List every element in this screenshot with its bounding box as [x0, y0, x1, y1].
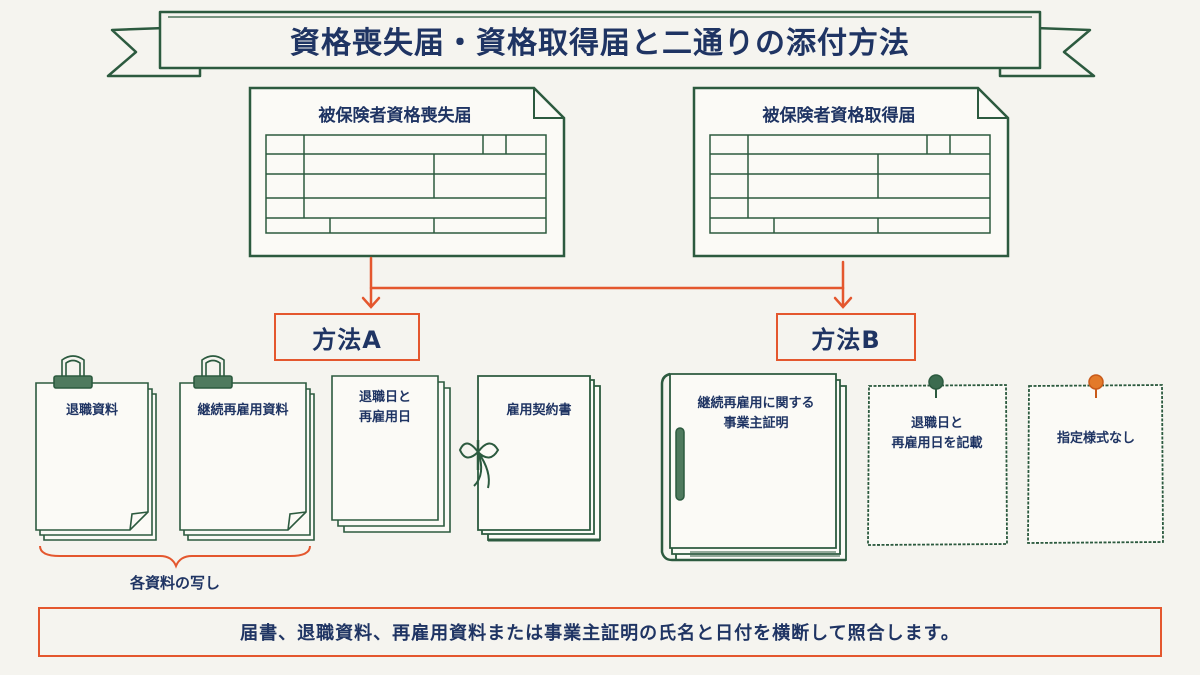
dates-label: 退職日と 再雇用日 [332, 388, 438, 428]
binder-clip-icon [193, 355, 233, 389]
dates-label-line2: 再雇用日 [358, 410, 411, 425]
b-dates-label-line2: 再雇用日を記載 [891, 436, 983, 451]
no-format-pinned-note [1027, 384, 1164, 544]
copies-bracket [39, 545, 311, 569]
loss-form-sheet [248, 86, 566, 258]
page-title: 資格喪失届・資格取得届と二通りの添付方法 [290, 26, 910, 61]
pushpin-icon [1088, 374, 1104, 398]
acquisition-form-title: 被保険者資格取得届 [762, 105, 916, 126]
method-b-label: 方法B [776, 313, 916, 361]
b-dates-label: 退職日と 再雇用日を記載 [868, 414, 1006, 454]
reemployment-docs-label: 継続再雇用資料 [197, 403, 289, 418]
dates-label-line1: 退職日と [358, 390, 411, 405]
acquisition-form-sheet [692, 86, 1010, 258]
binder-clip-icon [53, 355, 93, 389]
retirement-docs-stack [35, 382, 157, 541]
no-format-label: 指定様式なし [1056, 431, 1135, 446]
certificate-book [660, 372, 847, 562]
loss-form-title: 被保険者資格喪失届 [318, 105, 472, 126]
title-banner [106, 10, 1096, 78]
footer-note: 届書、退職資料、再雇用資料または事業主証明の氏名と日付を横断して照合します。 [38, 607, 1162, 657]
contract-label: 雇用契約書 [506, 403, 572, 418]
contract-file [458, 375, 601, 542]
b-dates-label-line1: 退職日と [910, 416, 963, 431]
connector-arrows [361, 256, 853, 309]
dates-pinned-note [867, 384, 1008, 546]
copies-label: 各資料の写し [129, 573, 220, 592]
certificate-label-line1: 継続再雇用に関する [697, 396, 815, 411]
pushpin-icon [928, 374, 944, 398]
certificate-label-line2: 事業主証明 [723, 416, 789, 431]
dates-paper-stack [331, 375, 451, 533]
method-a-label: 方法A [274, 313, 420, 361]
reemployment-docs-stack [179, 382, 315, 541]
retirement-docs-label: 退職資料 [65, 403, 118, 418]
certificate-label: 継続再雇用に関する 事業主証明 [676, 394, 836, 434]
